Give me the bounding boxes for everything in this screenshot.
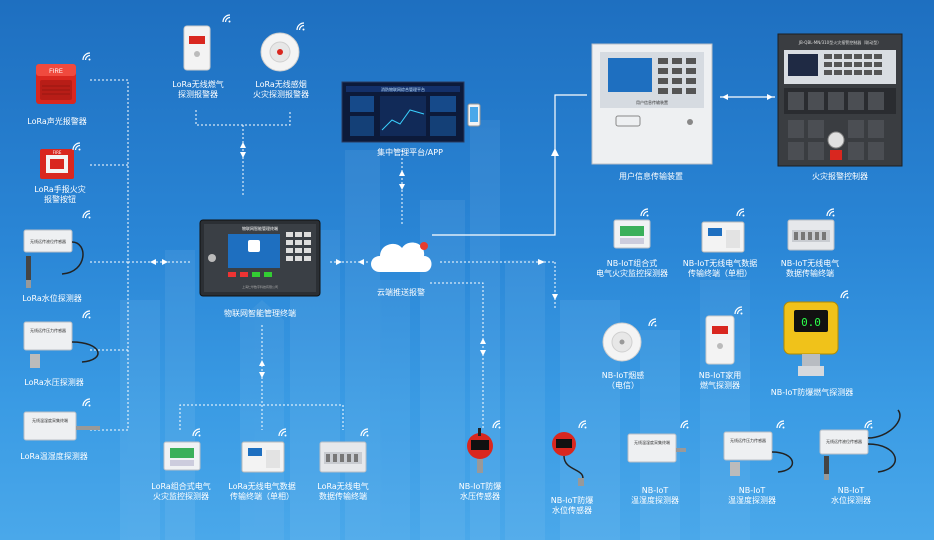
level-sensor-title: 无线远传液位传感器 — [30, 238, 66, 244]
label-lora-combined-fire: LoRa组合式电气 火灾监控探测器 — [151, 482, 211, 501]
wifi-signal-icon — [776, 420, 785, 429]
wifi-signal-icon — [82, 310, 91, 319]
wifi-signal-icon — [826, 208, 835, 217]
nb-combined-fire-monitor-device — [613, 219, 651, 249]
lora-sound-light-alarm-device: FIRE — [36, 64, 76, 104]
platform-screen-title: 消防物联网综合管理平台 — [381, 86, 425, 92]
controller-device-title: JB-QBL-MN/310型火灾报警控制器（联动型） — [798, 39, 881, 45]
nb-water-level-device: 无线远传液位传感器 — [819, 409, 901, 480]
wifi-signal-icon — [360, 428, 369, 437]
lora-manual-alarm-device: FIRE — [40, 149, 74, 179]
label-nb-elec-data: NB-IoT无线电气 数据传输终端 — [780, 259, 840, 278]
cloud-icon — [371, 242, 432, 272]
label-nb-smoke: NB-IoT烟感 （电信） — [601, 371, 645, 390]
manual-sign-text: FIRE — [53, 150, 62, 155]
fire-sign-text: FIRE — [49, 69, 63, 75]
user-info-transmission-device: 用户信息传输装置 — [591, 43, 713, 165]
label-lora-water-pressure: LoRa水压探测器 — [24, 378, 84, 387]
lora-smoke-detector-device — [260, 32, 300, 72]
nb-temp-humidity-device: 无线温湿度采集终端 — [627, 433, 686, 463]
nb-explosion-level-device — [552, 432, 584, 486]
lora-combined-fire-monitor-device — [163, 441, 201, 471]
iot-smart-terminal-device: 物联网智能管理终端 上海仁华数字科技有限公司 — [199, 219, 321, 297]
management-platform-screen: 消防物联网综合管理平台 — [341, 81, 481, 143]
label-nb-elec-single: NB-IoT无线电气数据 传输终端（单相） — [682, 259, 758, 278]
label-terminal: 物联网智能管理终端 — [224, 309, 296, 318]
label-lora-elec-single: LoRa无线电气数据 传输终端（单相） — [228, 482, 296, 501]
label-transmission: 用户信息传输装置 — [619, 172, 683, 181]
wifi-signal-icon — [296, 22, 305, 31]
nb-elec-single-phase-device — [701, 221, 745, 253]
lora-water-pressure-device: 无线远传压力传感器 — [23, 321, 99, 368]
label-lora-gas: LoRa无线燃气 探测报警器 — [172, 80, 224, 99]
label-nb-explosion-level: NB-IoT防爆 水位传感器 — [550, 496, 594, 515]
terminal-device-title: 物联网智能管理终端 — [242, 225, 278, 231]
wifi-signal-icon — [72, 142, 81, 151]
wifi-signal-icon — [578, 420, 587, 429]
pressure-sensor-title: 无线远传压力传感器 — [30, 327, 66, 333]
nb-pressure-title: 无线远传压力传感器 — [730, 437, 766, 443]
label-nb-temp-humidity: NB-IoT 温湿度探测器 — [631, 486, 679, 505]
wifi-signal-icon — [840, 290, 849, 299]
nb-th-title: 无线温湿度采集终端 — [634, 439, 670, 445]
label-lora-smoke: LoRa无线感烟 火灾探测报警器 — [253, 80, 309, 99]
wifi-signal-icon — [82, 210, 91, 219]
nb-home-gas-detector-device — [705, 315, 735, 365]
nb-elec-data-device — [787, 219, 835, 251]
nb-water-pressure-device: 无线远传压力传感器 — [723, 431, 794, 476]
nb-smoke-detector-device — [602, 322, 642, 362]
wifi-signal-icon — [680, 420, 689, 429]
th-sensor-title: 无线温湿度采集终端 — [32, 417, 68, 423]
wifi-signal-icon — [82, 398, 91, 407]
nb-explosion-pressure-device — [467, 428, 493, 473]
label-lora-water-level: LoRa水位探测器 — [22, 294, 82, 303]
terminal-company: 上海仁华数字科技有限公司 — [242, 284, 278, 289]
label-fire-controller: 火灾报警控制器 — [812, 172, 868, 181]
wifi-signal-icon — [492, 420, 501, 429]
label-cloud: 云端推送报警 — [377, 288, 425, 297]
label-lora-manual-alarm: LoRa手报火灾 报警按钮 — [34, 185, 86, 204]
label-nb-combined-fire: NB-IoT组合式 电气火灾监控探测器 — [596, 259, 668, 278]
label-nb-water-pressure: NB-IoT 温湿度探测器 — [728, 486, 776, 505]
wifi-signal-icon — [82, 52, 91, 61]
label-platform: 集中管理平台/APP — [377, 148, 443, 157]
wifi-signal-icon — [278, 428, 287, 437]
lora-elec-data-device — [319, 441, 367, 473]
label-lora-sound-light: LoRa声光报警器 — [27, 117, 87, 126]
wifi-signal-icon — [640, 208, 649, 217]
transmission-panel-text: 用户信息传输装置 — [636, 99, 668, 105]
lora-temp-humidity-device: 无线温湿度采集终端 — [23, 411, 100, 441]
fire-alarm-controller-device: JB-QBL-MN/310型火灾报警控制器（联动型） — [777, 33, 903, 167]
lora-gas-detector-device — [183, 25, 211, 71]
wifi-signal-icon — [864, 420, 873, 429]
label-nb-home-gas: NB-IoT家用 燃气探测器 — [698, 371, 742, 390]
lora-water-level-device: 无线远传液位传感器 — [23, 229, 84, 288]
label-lora-elec-data: LoRa无线电气 数据传输终端 — [317, 482, 369, 501]
label-nb-explosion-gas: NB-IoT防爆燃气探测器 — [770, 388, 854, 397]
label-lora-temp-humidity: LoRa温湿度探测器 — [20, 452, 88, 461]
wifi-signal-icon — [734, 306, 743, 315]
gas-display-readout: 0.0 — [801, 316, 821, 329]
label-nb-explosion-pressure: NB-IoT防爆 水压传感器 — [458, 482, 502, 501]
wifi-signal-icon — [736, 208, 745, 217]
wifi-signal-icon — [222, 14, 231, 23]
lora-elec-single-phase-device — [241, 441, 285, 473]
label-nb-water-level: NB-IoT 水位探测器 — [831, 486, 871, 505]
nb-explosion-gas-detector-device: 0.0 — [783, 301, 839, 376]
wifi-signal-icon — [192, 428, 201, 437]
wifi-signal-icon — [648, 318, 657, 327]
nb-level-title: 无线远传液位传感器 — [826, 438, 862, 444]
